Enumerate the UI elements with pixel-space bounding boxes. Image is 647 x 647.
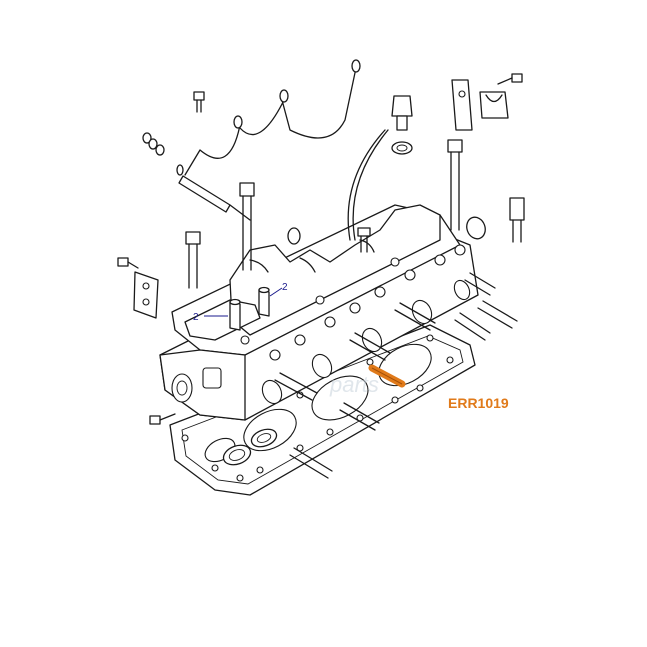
glow-plug-harness [176, 59, 361, 176]
valve-guides [229, 286, 270, 331]
callout-2-right: 2 [269, 282, 288, 297]
part-number-label: ERR1019 [448, 395, 509, 411]
core-plug [287, 227, 301, 245]
gasket-bolt-holes [181, 334, 454, 482]
right-adaptor [466, 197, 525, 243]
bracket-top-right [451, 79, 509, 131]
callout-2-left: 2 [193, 312, 228, 323]
highlighted-dowel [368, 364, 406, 388]
temperature-sensor [347, 95, 413, 241]
washers-left [142, 132, 165, 156]
cylinder-head [159, 204, 479, 421]
side-bracket [133, 271, 159, 319]
head-bolts [117, 73, 523, 425]
callout-label: 2 [282, 282, 288, 293]
callout-label: 2 [193, 312, 199, 323]
studs [274, 272, 518, 479]
watermark: parts [329, 372, 379, 397]
glow-plug [178, 175, 251, 221]
head-top-holes [240, 244, 466, 361]
